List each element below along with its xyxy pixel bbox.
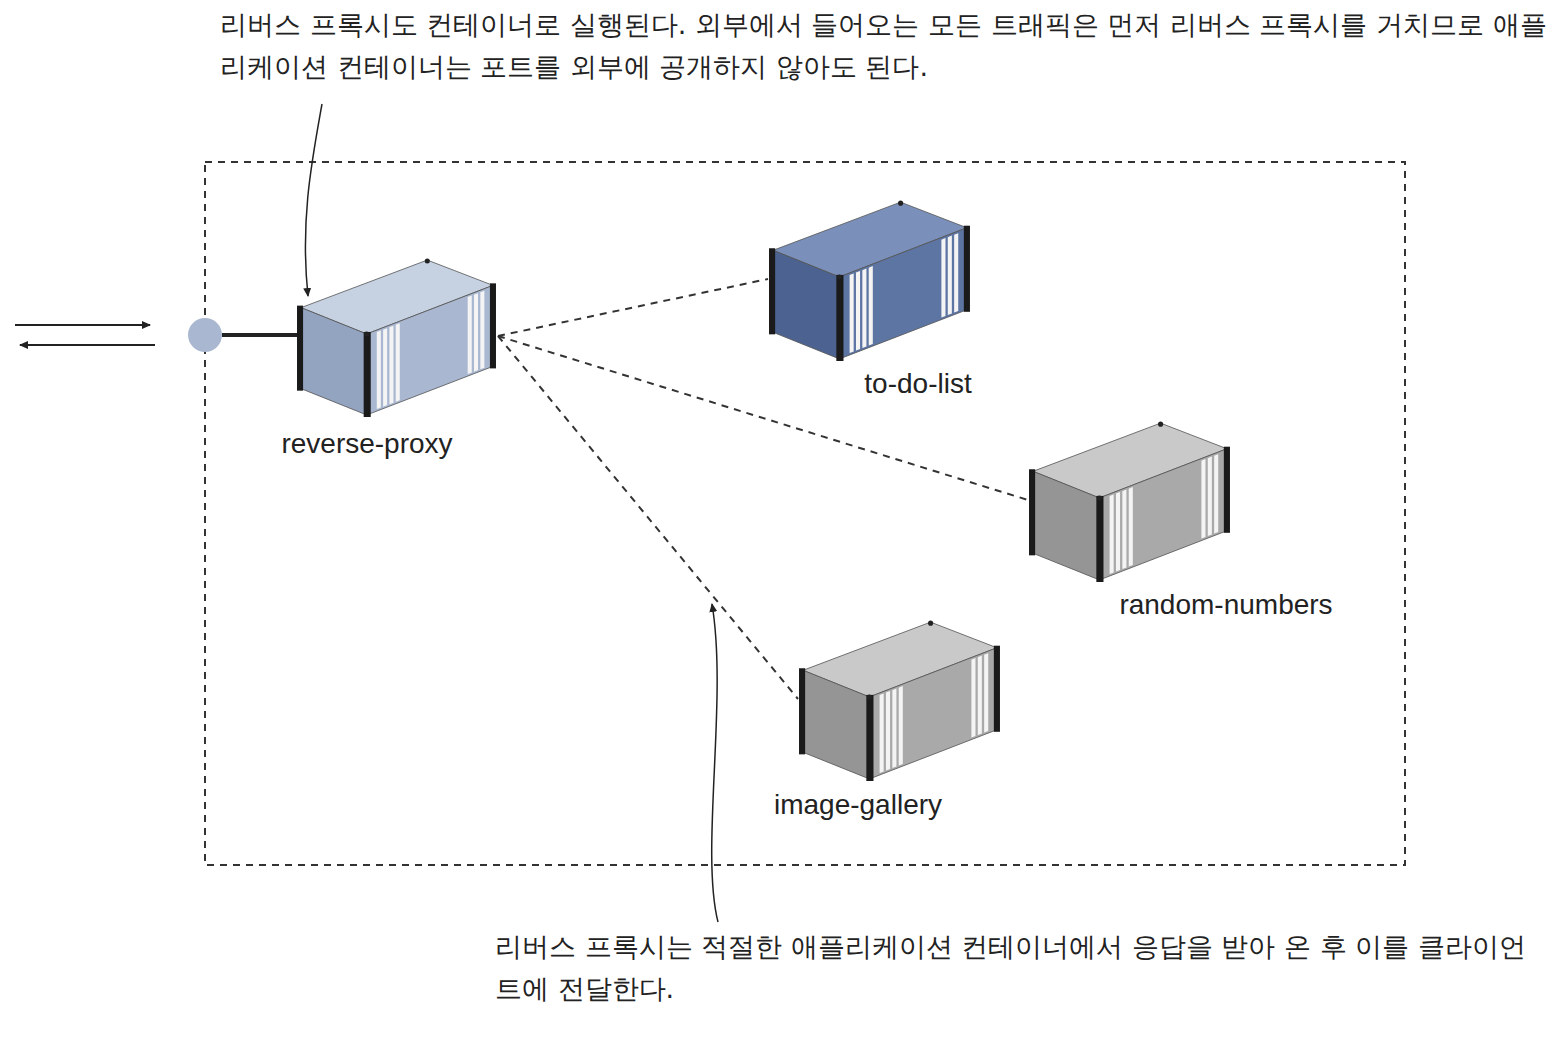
callout-note: 리버스 프록시도 컨테이너로 실행된다. 외부에서 들어오는 모든 트래픽은 먼… bbox=[220, 4, 1555, 88]
container-label: image-gallery bbox=[774, 789, 942, 821]
network-boundary bbox=[205, 162, 1405, 865]
container-node: to-do-list bbox=[768, 197, 972, 361]
container-icon bbox=[798, 617, 1002, 781]
container-node: reverse-proxy bbox=[296, 255, 498, 417]
dashed-connector bbox=[498, 336, 798, 699]
container-icon bbox=[768, 197, 972, 361]
dashed-connector bbox=[498, 279, 768, 336]
dashed-connector bbox=[498, 336, 1028, 500]
leader-line bbox=[712, 604, 718, 922]
container-node: random-numbers bbox=[1028, 418, 1232, 582]
callout-note: 리버스 프록시는 적절한 애플리케이션 컨테이너에서 응답을 받아 온 후 이를… bbox=[495, 926, 1545, 1010]
container-icon bbox=[296, 255, 498, 417]
container-node: image-gallery bbox=[798, 617, 1002, 781]
container-label: reverse-proxy bbox=[281, 428, 452, 460]
container-label: to-do-list bbox=[864, 368, 971, 400]
port-dot bbox=[188, 318, 222, 352]
incoming-arrow bbox=[15, 324, 150, 326]
outgoing-arrow bbox=[20, 344, 155, 346]
container-label: random-numbers bbox=[1119, 589, 1332, 621]
container-icon bbox=[1028, 418, 1232, 582]
leader-line bbox=[305, 104, 322, 296]
port-wire bbox=[222, 333, 298, 337]
